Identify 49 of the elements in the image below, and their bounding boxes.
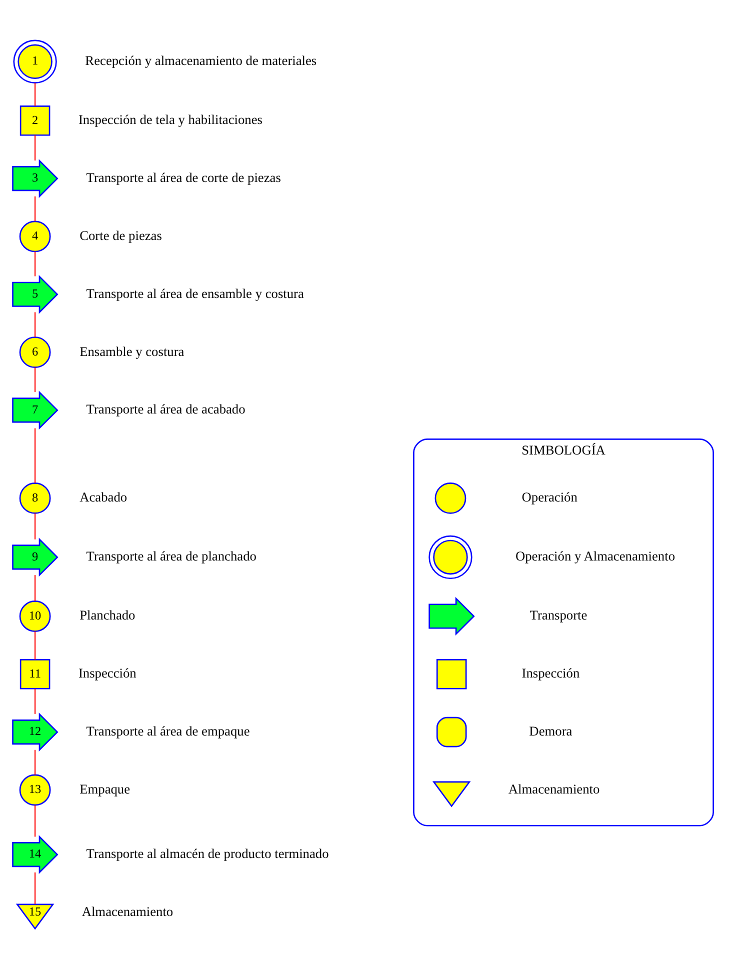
legend-label: Almacenamiento [508,780,600,796]
legend-label: Inspección [522,665,580,680]
node-circle: 13 [19,774,51,806]
node-arrow [428,596,475,636]
node-circle [428,534,472,579]
node-label: Transporte al almacén de producto terminado [86,846,329,861]
legend-label: Operación y Almacenamiento [516,548,676,564]
connector [34,749,36,774]
connector [34,82,36,106]
legend-label: Transporte [530,607,588,622]
connector [34,688,36,714]
legend-label: Demora [529,723,572,738]
connector [34,196,36,221]
node-label: Transporte al área de planchado [86,548,256,564]
connector [34,366,36,392]
node-label: Transporte al área de corte de piezas [86,170,281,185]
connector [34,428,36,483]
node-label: Inspección de tela y habilitaciones [78,112,262,127]
node-circle: 4 [19,220,51,252]
connector [34,251,36,276]
node-circle: 8 [19,482,51,514]
connector [34,134,36,160]
node-label: Empaque [80,780,130,796]
node-label: Almacenamiento [82,903,174,918]
node-circle: 1 [13,39,57,83]
node-circle: 10 [19,600,51,632]
node-label: Recepción y almacenamiento de materiales [85,52,317,68]
node-label: Corte de piezas [80,227,162,242]
node-triangle [432,780,471,807]
node-box [436,716,467,747]
node-label: Transporte al área de ensamble y costura [86,285,304,300]
connector [34,512,36,539]
connector [34,312,36,337]
node-label: Transporte al área de empaque [86,723,250,738]
node-label: Transporte al área de acabado [86,401,246,416]
node-label: Acabado [80,489,128,504]
node-circle [434,482,466,514]
connector [34,574,36,601]
node-box: 11 [20,658,50,689]
node-label: Inspección [78,665,136,680]
legend-label: Operación [522,489,578,504]
node-circle: 6 [19,336,51,368]
node-label: Ensamble y costura [80,343,184,358]
node-box [436,658,467,689]
node-label: Planchado [80,607,136,622]
node-box: 2 [20,105,50,136]
connector [34,872,36,904]
connector [34,630,36,660]
connector [34,804,36,836]
